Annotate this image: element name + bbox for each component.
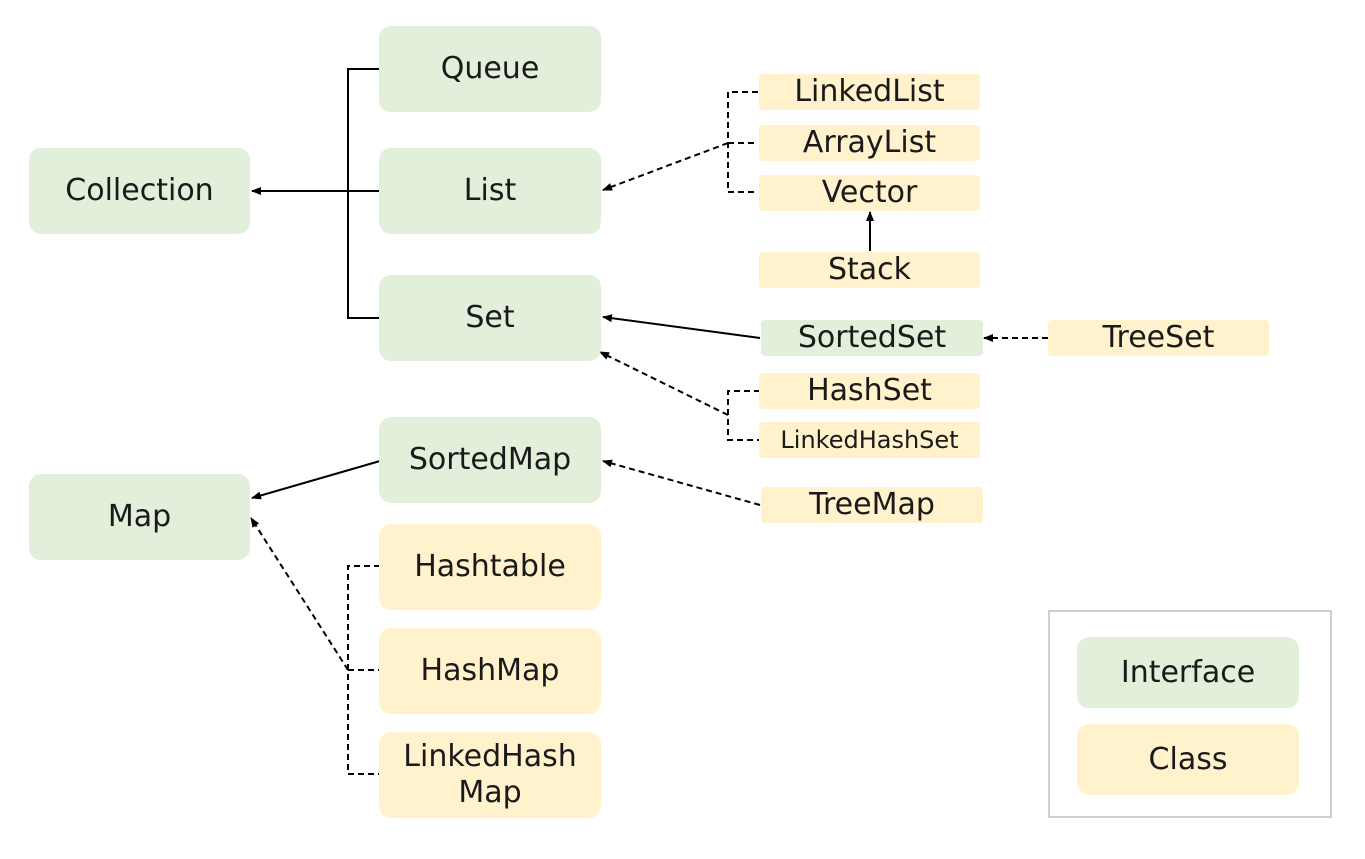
node-sortedmap: SortedMap xyxy=(379,417,601,503)
node-sortedmap-label: SortedMap xyxy=(408,442,572,477)
node-sortedset-label: SortedSet xyxy=(797,320,947,355)
edge-mapimpl-to-map xyxy=(250,517,349,671)
node-linkedhashmap: LinkedHash Map xyxy=(379,732,601,818)
node-hashtable: Hashtable xyxy=(379,524,601,610)
node-hashset: HashSet xyxy=(759,373,980,409)
edge-queue-bracket xyxy=(347,68,380,319)
node-treemap-label: TreeMap xyxy=(809,487,935,522)
edge-listimpl-to-list xyxy=(602,142,729,191)
legend-class-label: Class xyxy=(1148,741,1228,777)
edge-treemap-to-sortedmap xyxy=(602,459,761,506)
node-map-label: Map xyxy=(107,499,172,534)
node-list: List xyxy=(379,148,601,234)
node-linkedhashmap-label-line1: LinkedHash xyxy=(403,739,577,774)
node-set: Set xyxy=(379,275,601,361)
node-vector-label: Vector xyxy=(821,175,918,210)
node-hashset-label: HashSet xyxy=(807,373,932,408)
node-sortedset: SortedSet xyxy=(761,320,983,356)
legend xyxy=(1048,610,1332,818)
edge-sortedset-to-set xyxy=(602,314,761,339)
edge-hashset-bracket xyxy=(727,390,760,441)
node-hashmap-label: HashMap xyxy=(420,653,560,688)
legend-class-swatch: Class xyxy=(1077,724,1299,795)
node-collection: Collection xyxy=(29,148,250,234)
node-arraylist: ArrayList xyxy=(759,125,980,161)
node-treeset-label: TreeSet xyxy=(1102,320,1215,355)
node-treeset: TreeSet xyxy=(1048,320,1269,356)
node-queue-label: Queue xyxy=(440,51,540,86)
node-linkedhashmap-label-line2: Map xyxy=(458,775,522,810)
node-treemap: TreeMap xyxy=(761,487,983,523)
node-stack-label: Stack xyxy=(827,252,912,287)
edge-hashset-to-set xyxy=(599,351,729,416)
node-linkedhashset: LinkedHashSet xyxy=(759,422,980,458)
edge-sortedmap-to-map xyxy=(251,460,381,500)
node-linkedlist: LinkedList xyxy=(759,74,980,110)
node-hashtable-label: Hashtable xyxy=(414,549,566,584)
node-linkedhashset-label: LinkedHashSet xyxy=(780,425,959,454)
node-list-label: List xyxy=(463,173,517,208)
node-linkedlist-label: LinkedList xyxy=(794,74,945,109)
node-collection-label: Collection xyxy=(65,173,214,208)
node-hashmap: HashMap xyxy=(379,628,601,714)
node-map: Map xyxy=(29,474,250,560)
legend-interface-label: Interface xyxy=(1120,654,1256,690)
node-arraylist-label: ArrayList xyxy=(802,125,937,160)
node-stack: Stack xyxy=(759,252,980,288)
node-queue: Queue xyxy=(379,26,601,112)
node-vector: Vector xyxy=(759,175,980,211)
legend-interface-swatch: Interface xyxy=(1077,637,1299,708)
node-set-label: Set xyxy=(465,300,515,335)
